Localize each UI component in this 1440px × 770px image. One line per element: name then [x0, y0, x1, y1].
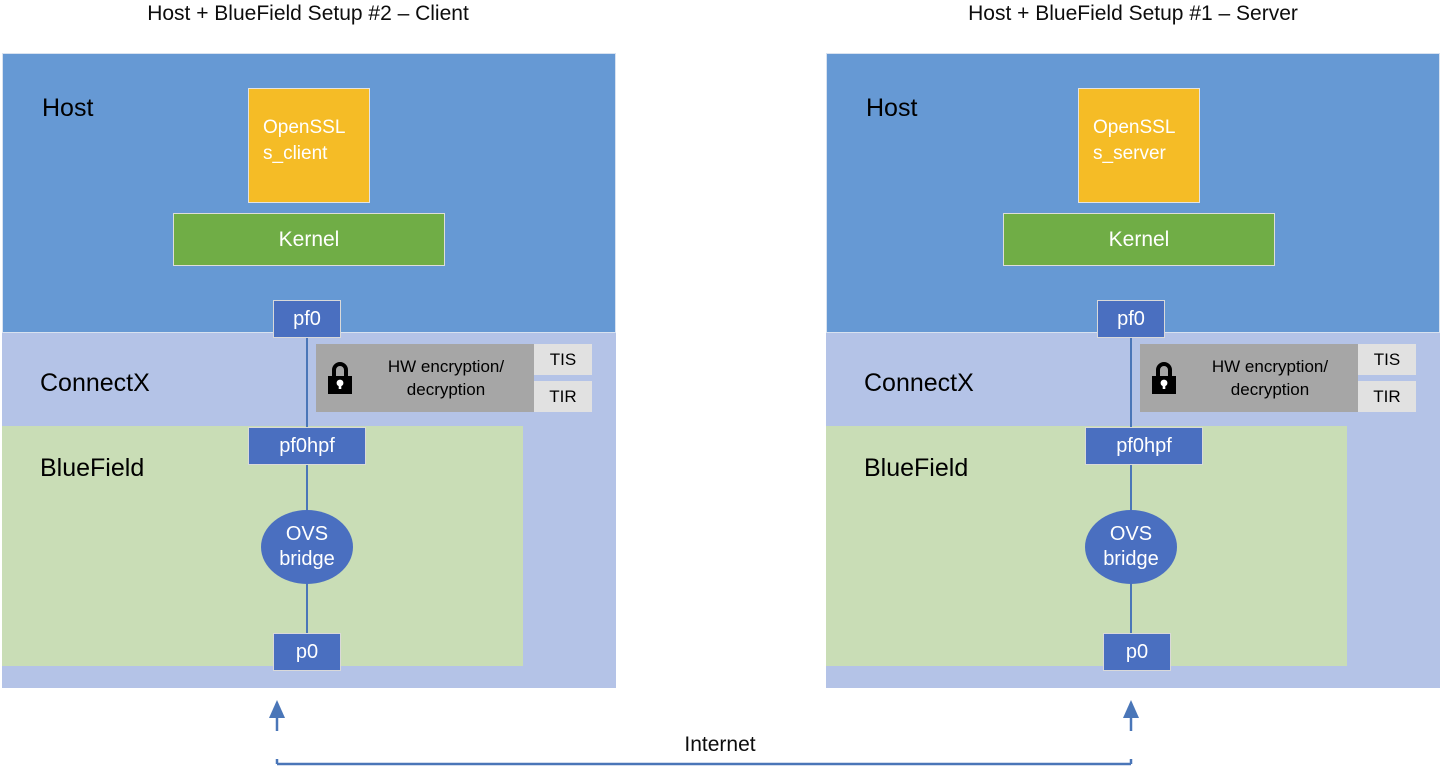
- kernel-box: Kernel: [173, 213, 445, 266]
- tir-box: TIR: [534, 381, 592, 412]
- hw-encryption-block: HW encryption/ decryption TIS TIR: [1140, 344, 1416, 412]
- connector-line-upper: [306, 319, 308, 447]
- tir-box: TIR: [1358, 381, 1416, 412]
- lock-icon: [1146, 356, 1182, 400]
- port-p0: p0: [273, 633, 341, 671]
- connectx-label: ConnectX: [40, 369, 150, 397]
- ti-column: TIS TIR: [1358, 344, 1416, 412]
- setup-panel-client: Host ConnectX BlueField OpenSSL s_client…: [2, 53, 616, 688]
- internet-connector-arrow: [269, 700, 1139, 766]
- openssl-s-server-box: OpenSSL s_server: [1078, 88, 1200, 203]
- panel-title-server: Host + BlueField Setup #1 – Server: [968, 2, 1298, 25]
- hw-encryption-main: HW encryption/ decryption: [1140, 344, 1358, 412]
- connectx-label: ConnectX: [864, 369, 974, 397]
- hw-encryption-main: HW encryption/ decryption: [316, 344, 534, 412]
- port-pf0hpf: pf0hpf: [248, 427, 366, 465]
- ti-column: TIS TIR: [534, 344, 592, 412]
- tis-box: TIS: [1358, 344, 1416, 375]
- port-pf0: pf0: [1097, 300, 1165, 338]
- hw-encryption-label: HW encryption/ decryption: [1211, 357, 1329, 399]
- setup-panel-server: Host ConnectX BlueField OpenSSL s_server…: [826, 53, 1440, 688]
- host-label: Host: [42, 94, 94, 122]
- panel-title-client: Host + BlueField Setup #2 – Client: [147, 2, 469, 25]
- port-pf0hpf: pf0hpf: [1085, 427, 1203, 465]
- hw-encryption-label: HW encryption/ decryption: [387, 357, 505, 399]
- ovs-bridge: OVS bridge: [261, 510, 353, 584]
- lock-icon: [322, 356, 358, 400]
- ovs-bridge: OVS bridge: [1085, 510, 1177, 584]
- port-pf0: pf0: [273, 300, 341, 338]
- openssl-s-client-box: OpenSSL s_client: [248, 88, 370, 203]
- connector-line-upper: [1130, 319, 1132, 447]
- bluefield-label: BlueField: [40, 454, 145, 482]
- bluefield-label: BlueField: [864, 454, 969, 482]
- host-label: Host: [866, 94, 918, 122]
- kernel-box: Kernel: [1003, 213, 1275, 266]
- tis-box: TIS: [534, 344, 592, 375]
- port-p0: p0: [1103, 633, 1171, 671]
- hw-encryption-block: HW encryption/ decryption TIS TIR: [316, 344, 592, 412]
